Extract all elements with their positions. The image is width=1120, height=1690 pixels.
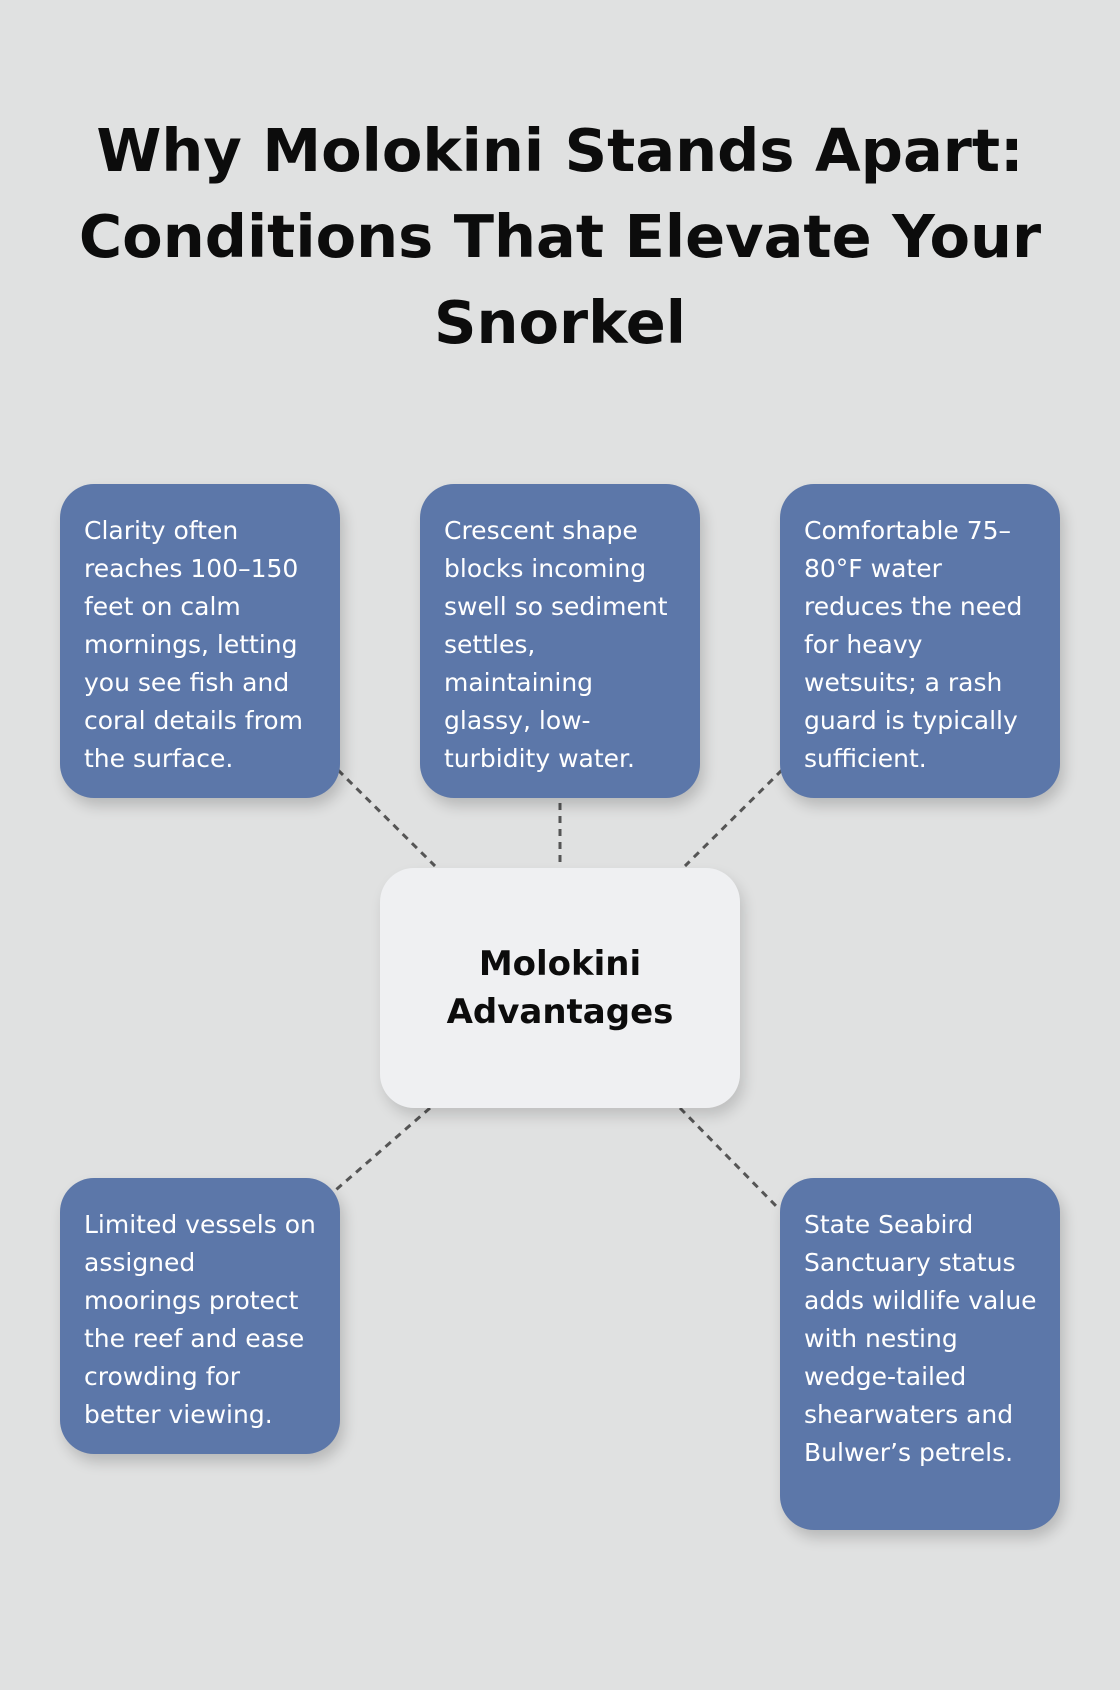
advantage-card-crescent-shape: Crescent shape blocks incoming swell so … xyxy=(420,484,700,798)
advantage-card-text: State Seabird Sanctuary status adds wild… xyxy=(804,1210,1037,1467)
advantage-card-text: Crescent shape blocks incoming swell so … xyxy=(444,516,668,773)
advantage-card-text: Limited vessels on assigned moorings pro… xyxy=(84,1210,316,1429)
central-node: Molokini Advantages xyxy=(380,868,740,1108)
advantage-card-text: Clarity often reaches 100–150 feet on ca… xyxy=(84,516,303,773)
connector-line-5 xyxy=(678,1106,782,1212)
advantage-card-text: Comfortable 75–80°F water reduces the ne… xyxy=(804,516,1023,773)
advantage-card-limited-vessels: Limited vessels on assigned moorings pro… xyxy=(60,1178,340,1454)
connector-line-1 xyxy=(336,768,437,868)
connector-line-4 xyxy=(329,1106,431,1197)
central-node-label: Molokini Advantages xyxy=(446,944,674,1032)
advantage-card-seabird-sanctuary: State Seabird Sanctuary status adds wild… xyxy=(780,1178,1060,1530)
advantage-card-clarity: Clarity often reaches 100–150 feet on ca… xyxy=(60,484,340,798)
connector-line-3 xyxy=(683,768,784,868)
page-title: Why Molokini Stands Apart: Conditions Th… xyxy=(78,116,1042,357)
advantage-card-water-temperature: Comfortable 75–80°F water reduces the ne… xyxy=(780,484,1060,798)
